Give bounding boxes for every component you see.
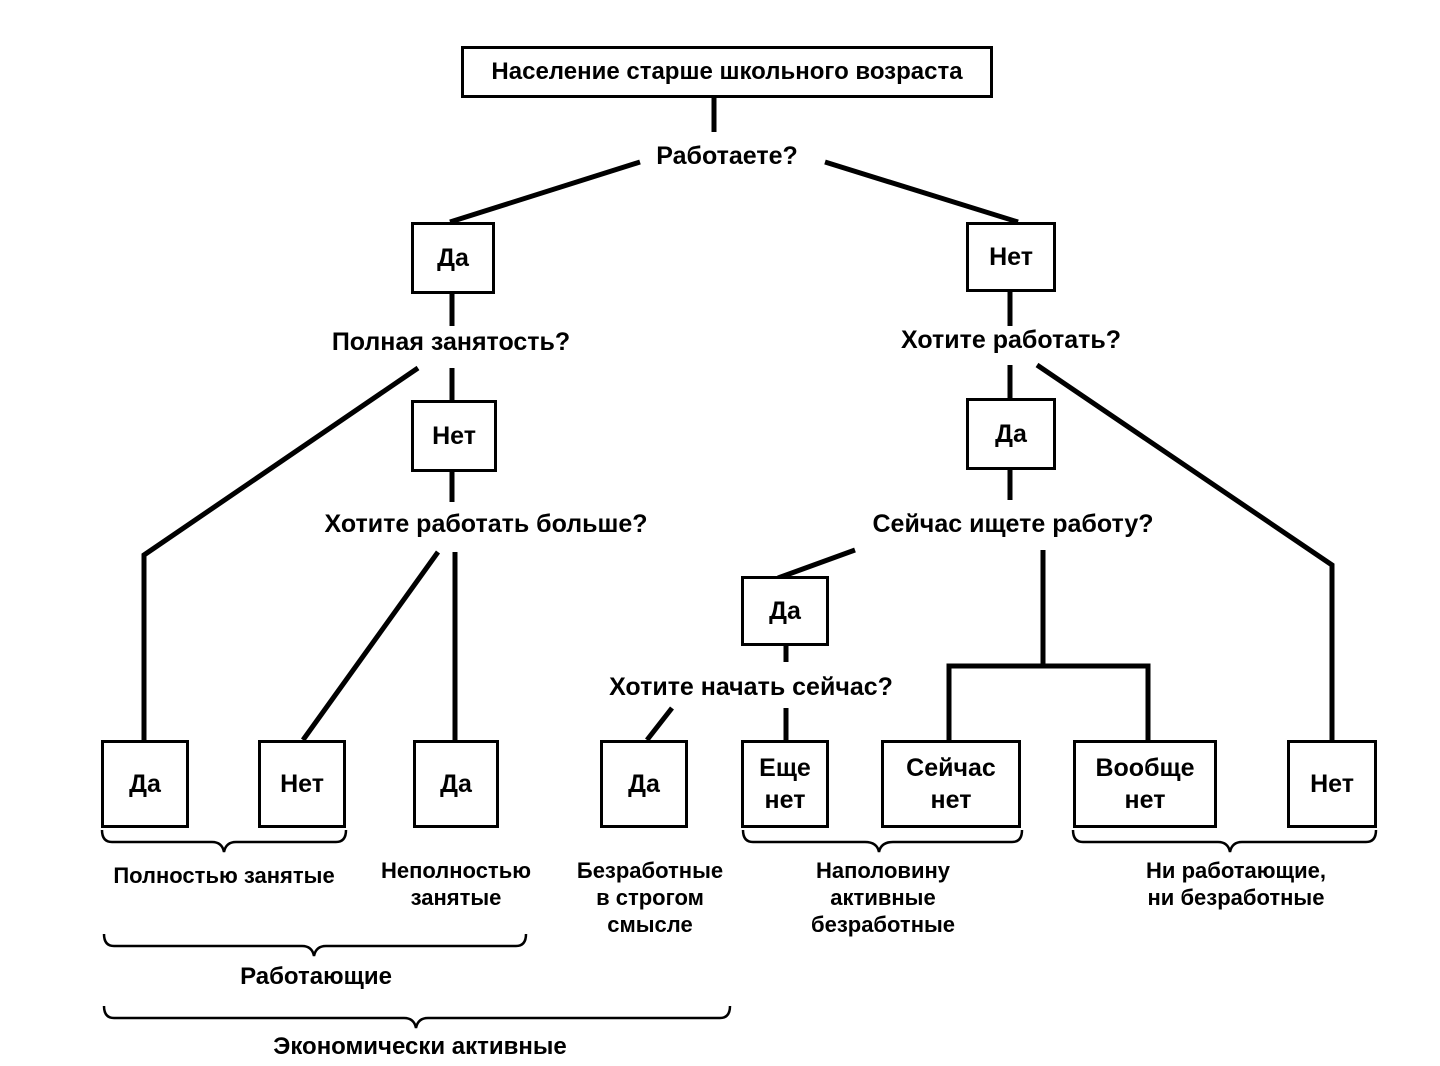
question-full-time: Полная занятость? (331, 328, 571, 356)
leaf-fulltime-yes: Да (101, 740, 189, 828)
leaf-wantmore-no: Нет (258, 740, 346, 828)
leaf-wantwork-no: Нет (1287, 740, 1377, 828)
brace-neither (1071, 829, 1378, 853)
root-node: Население старше школьного возраста (461, 46, 993, 98)
connector-working-yes (449, 159, 641, 225)
group-label-line: Работающие (240, 963, 392, 990)
answer-searching-yes: Да (741, 576, 829, 646)
brace-economically-active (102, 1005, 732, 1029)
group-underemployed: Неполностью занятые (381, 857, 531, 911)
question-start-now: Хотите начать сейчас? (609, 673, 893, 701)
group-label-line: смысле (607, 912, 693, 937)
answer-label: Да (995, 420, 1027, 448)
leaf-label: Да (129, 770, 161, 798)
leaf-label: Да (440, 770, 472, 798)
answer-label: Да (769, 597, 801, 625)
leaf-wantmore-yes: Да (413, 740, 499, 828)
question-working: Работаете? (656, 142, 798, 170)
answer-working-yes: Да (411, 222, 495, 294)
leaf-not-now: Сейчас нет (881, 740, 1021, 828)
connector-working-no (824, 159, 1019, 225)
leaf-startnow-notyet: Еще нет (741, 740, 829, 828)
group-label-line: в строгом (596, 885, 704, 910)
group-label-line: Наполовину (816, 858, 950, 883)
leaf-startnow-yes: Да (600, 740, 688, 828)
brace-fully-employed (100, 829, 348, 853)
leaf-label-line: Еще (759, 754, 811, 782)
leaf-label-line: нет (764, 786, 806, 814)
leaf-label: Нет (280, 770, 324, 798)
group-strict-unemployed: Безработные в строгом смысле (577, 857, 723, 938)
leaf-not-at-all: Вообще нет (1073, 740, 1217, 828)
leaf-label-line: нет (930, 786, 972, 814)
connector-fulltime-yes (141, 365, 420, 740)
brace-half-active (741, 829, 1024, 853)
connector-wantwork-no (1035, 362, 1335, 740)
leaf-label-line: нет (1124, 786, 1166, 814)
group-half-active: Наполовину активные безработные (811, 857, 955, 938)
group-label-line: занятые (410, 885, 502, 910)
leaf-label: Да (628, 770, 660, 798)
question-want-more: Хотите работать больше? (324, 510, 648, 538)
brace-employed (102, 933, 528, 957)
group-label-line: Неполностью (380, 858, 532, 883)
group-label-line: Экономически активные (273, 1033, 567, 1060)
connector-wantmore-no (300, 550, 441, 742)
group-label-line: Безработные (576, 858, 724, 883)
group-label-line: безработные (811, 912, 955, 937)
answer-wantwork-yes: Да (966, 398, 1056, 470)
root-label: Население старше школьного возраста (491, 58, 963, 85)
leaf-label: Нет (1310, 770, 1354, 798)
group-fully-employed: Полностью занятые (113, 862, 334, 889)
leaf-label-line: Сейчас (906, 754, 996, 782)
group-label-line: активные (830, 885, 936, 910)
answer-label: Нет (432, 422, 476, 450)
connector-searching-yes (777, 547, 856, 581)
answer-label: Нет (989, 243, 1033, 271)
question-want-work: Хотите работать? (901, 326, 1121, 354)
connector-searching-no-branch (946, 663, 1151, 740)
group-employed: Работающие (240, 963, 392, 990)
question-searching: Сейчас ищете работу? (872, 510, 1154, 538)
group-label-line: Полностью занятые (113, 863, 335, 888)
answer-working-no: Нет (966, 222, 1056, 292)
group-label-line: ни безработные (1147, 885, 1325, 910)
answer-label: Да (437, 244, 469, 272)
group-economically-active: Экономически активные (273, 1033, 566, 1060)
leaf-label-line: Вообще (1095, 754, 1195, 782)
answer-fulltime-no: Нет (411, 400, 497, 472)
group-neither: Ни работающие, ни безработные (1146, 857, 1326, 911)
group-label-line: Ни работающие, (1146, 858, 1326, 883)
connector-startnow-yes (645, 706, 674, 742)
